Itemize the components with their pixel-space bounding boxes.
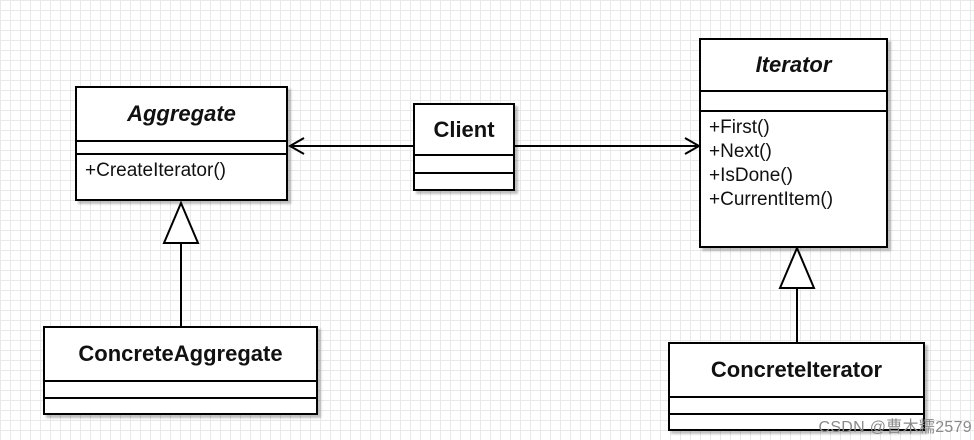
operation: +CurrentItem(): [709, 189, 834, 210]
operation: +First(): [709, 117, 770, 138]
class-name: ConcreteIterator: [710, 357, 883, 382]
class-name: Client: [433, 116, 495, 142]
iterator-generalization-triangle: [778, 245, 816, 289]
aggregate-class[interactable]: Aggregate +CreateIterator(): [75, 86, 288, 201]
attributes-section: [45, 380, 316, 397]
operations-section: [415, 172, 513, 189]
attributes-section: [670, 396, 923, 413]
class-name: ConcreteAggregate: [78, 341, 283, 366]
client-class[interactable]: Client: [413, 103, 515, 191]
operations-section: [45, 397, 316, 413]
operations-section: +CreateIterator(): [77, 153, 286, 183]
attributes-section: [415, 154, 513, 172]
operation: +IsDone(): [709, 165, 793, 186]
operations-section: +First() +Next() +IsDone() +CurrentItem(…: [701, 110, 886, 212]
class-name: Aggregate: [127, 101, 236, 126]
iterator-class[interactable]: Iterator +First() +Next() +IsDone() +Cur…: [699, 38, 888, 248]
attributes-section: [701, 90, 886, 110]
attributes-section: [77, 140, 286, 153]
aggregate-generalization-triangle: [162, 200, 200, 244]
concrete-iterator-class[interactable]: ConcreteIterator: [668, 342, 925, 431]
concrete-aggregate-class[interactable]: ConcreteAggregate: [43, 326, 318, 415]
aggregate-arrowhead: [287, 137, 305, 155]
operation: +Next(): [709, 141, 772, 162]
class-name: Iterator: [755, 52, 832, 77]
watermark: CSDN @曹木糯2579: [818, 419, 972, 436]
operation: +CreateIterator(): [85, 160, 226, 181]
operations-section: [670, 413, 923, 429]
